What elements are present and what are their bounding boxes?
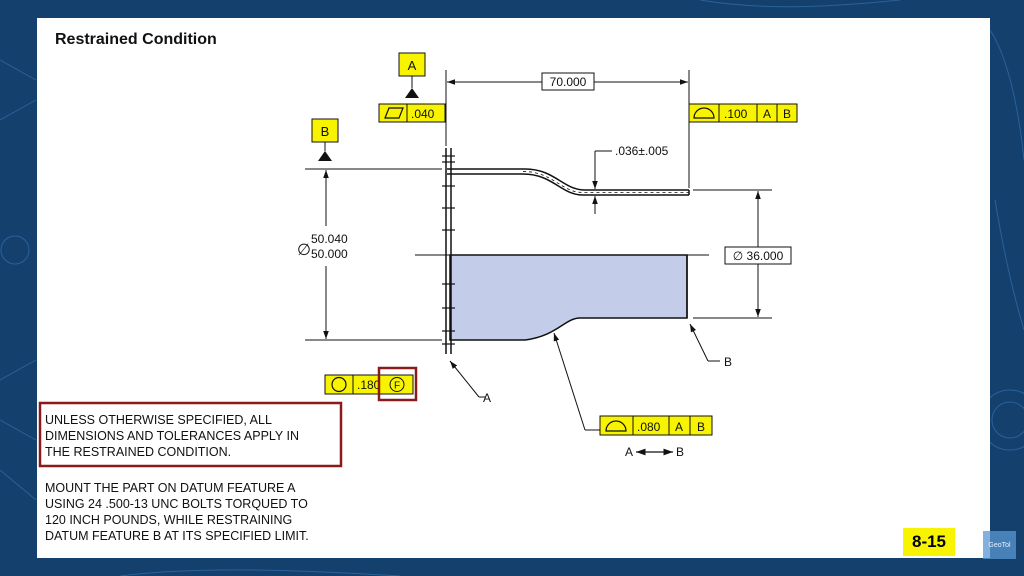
watermark-logo: GeoTol — [983, 531, 1016, 559]
datum-a-symbol: A — [398, 52, 426, 98]
leader-a — [449, 360, 485, 398]
note-line: DATUM FEATURE B AT ITS SPECIFIED LIMIT. — [45, 529, 309, 543]
diameter-symbol: ∅ — [297, 242, 311, 259]
note-line: USING 24 .500-13 UNC BOLTS TORQUED TO — [45, 497, 308, 511]
flatness-frame: .040 — [378, 103, 446, 123]
flange — [442, 148, 455, 354]
circularity-icon — [331, 376, 347, 393]
diameter-upper-limit: 50.040 — [311, 232, 348, 246]
slide-panel: 70.000 ∅ 50.040 50.000 ∅ 36.000 .036±.00… — [37, 18, 990, 558]
wall-thickness: .036±.005 — [615, 144, 669, 158]
profile-of-surface-icon — [693, 107, 715, 119]
flatness-icon — [384, 107, 404, 119]
svg-text:B: B — [321, 124, 330, 139]
diameter-lower-limit: 50.000 — [311, 247, 348, 261]
note-line: MOUNT THE PART ON DATUM FEATURE A — [45, 481, 296, 495]
svg-text:A: A — [675, 420, 683, 434]
note-line: DIMENSIONS AND TOLERANCES APPLY IN — [45, 429, 300, 443]
bottom-profile-leader — [553, 332, 586, 431]
bottom-profile-frame: .080 A B — [599, 415, 713, 436]
extension-lines — [305, 70, 772, 341]
free-state-modifier-icon — [389, 377, 405, 392]
leader-b-label: B — [724, 355, 732, 369]
slide-title: Restrained Condition — [55, 31, 217, 48]
svg-text:.180: .180 — [357, 378, 381, 392]
svg-text:.100: .100 — [724, 107, 748, 121]
svg-text:B: B — [697, 420, 705, 434]
restrained-condition-note: UNLESS OTHERWISE SPECIFIED, ALL DIMENSIO… — [45, 412, 345, 460]
small-diameter-dimension: ∅ 36.000 — [733, 249, 784, 263]
leader-b — [689, 323, 720, 362]
svg-text:.040: .040 — [411, 107, 435, 121]
mounting-note: MOUNT THE PART ON DATUM FEATURE A USING … — [45, 480, 345, 544]
part-upper-wall — [447, 168, 690, 196]
note-line: UNLESS OTHERWISE SPECIFIED, ALL — [45, 413, 272, 427]
svg-text:B: B — [783, 107, 791, 121]
svg-text:F: F — [394, 381, 400, 392]
leader-a-label: A — [483, 391, 491, 405]
note-line: 120 INCH POUNDS, WHILE RESTRAINING — [45, 513, 293, 527]
shaded-section — [449, 254, 688, 341]
profile-of-surface-icon — [605, 420, 627, 432]
free-state-highlight-box — [377, 366, 418, 402]
note-highlight-box — [38, 401, 343, 468]
svg-text:A: A — [763, 107, 771, 121]
between-label-a: A — [625, 445, 633, 459]
engineering-drawing: 70.000 ∅ 50.040 50.000 ∅ 36.000 .036±.00… — [38, 52, 798, 468]
datum-b-symbol: B — [311, 118, 339, 161]
top-profile-frame: .100 A B — [688, 103, 798, 123]
page-number: 8-15 — [903, 528, 955, 556]
note-line: THE RESTRAINED CONDITION. — [45, 445, 232, 459]
wall-thickness-callout — [592, 150, 612, 214]
circularity-frame: .180 F — [324, 366, 418, 402]
svg-text:.080: .080 — [637, 420, 661, 434]
svg-text:A: A — [408, 58, 417, 73]
length-dimension: 70.000 — [550, 75, 587, 89]
between-label-b: B — [676, 445, 684, 459]
